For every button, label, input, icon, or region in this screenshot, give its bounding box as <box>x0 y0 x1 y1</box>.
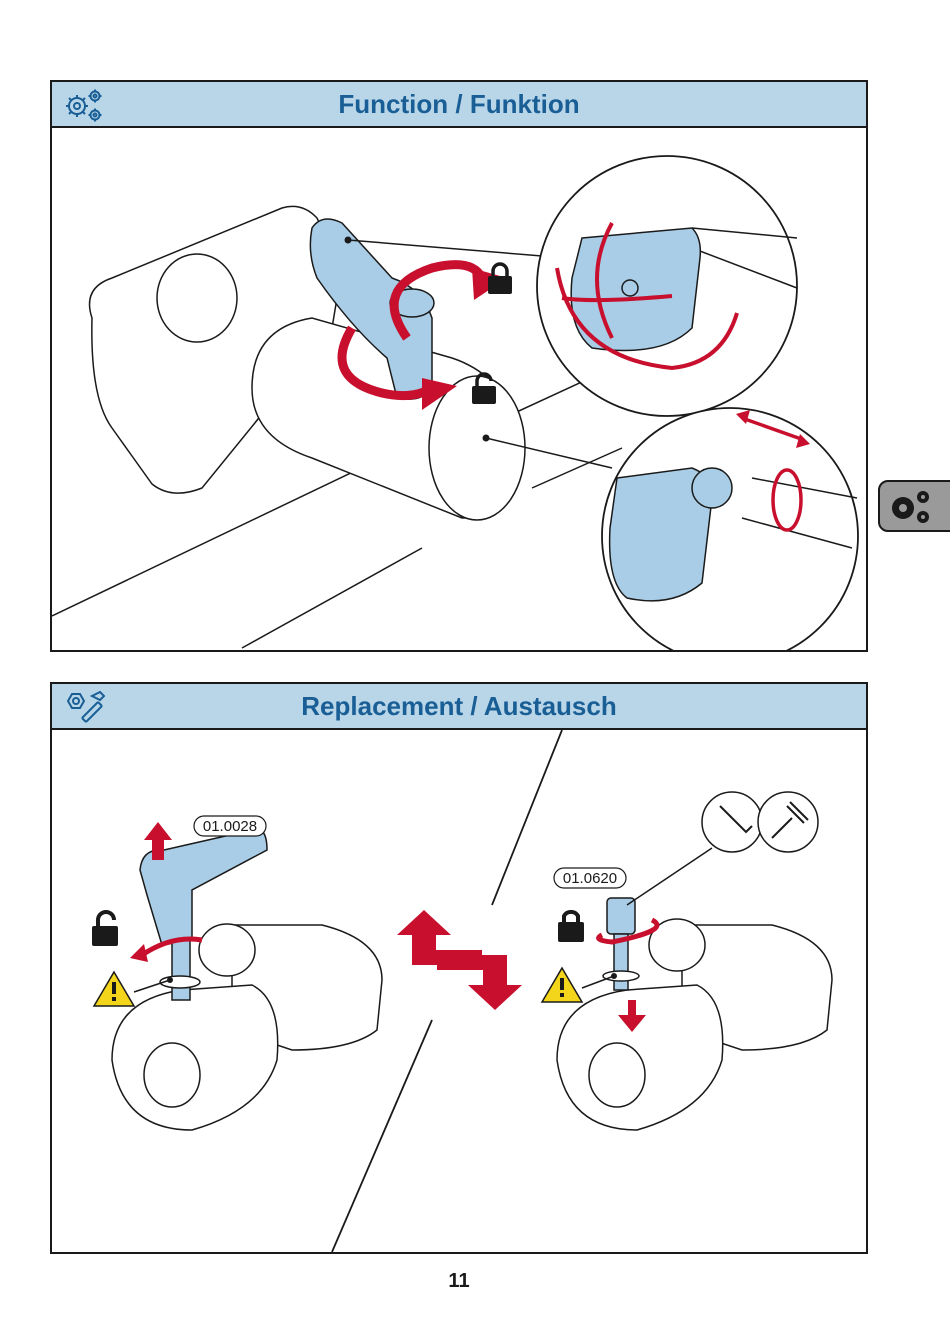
replacement-panel: Replacement / Austausch <box>50 682 868 1254</box>
replacement-title: Replacement / Austausch <box>301 691 617 721</box>
function-illustration <box>52 128 866 650</box>
function-title: Function / Funktion <box>338 89 580 119</box>
page-number: 11 <box>448 1270 470 1292</box>
unlock-icon <box>92 910 118 946</box>
wrench-bolt-icon <box>66 690 106 723</box>
svg-text:01.0028: 01.0028 <box>203 818 257 835</box>
function-header: Function / Funktion <box>52 82 866 128</box>
part-number-right: 01.0620 <box>553 867 627 889</box>
section-tab[interactable] <box>878 480 950 532</box>
replacement-illustration: 01.0028 <box>52 730 866 1252</box>
up-arrow <box>144 822 172 860</box>
divider-line <box>491 730 563 906</box>
svg-text:01.0620: 01.0620 <box>563 870 617 887</box>
down-arrow <box>618 1000 646 1032</box>
lock-icon <box>558 909 584 942</box>
warning-icon <box>92 970 136 1007</box>
unlock-icon <box>472 372 496 404</box>
lock-icon <box>488 262 512 294</box>
hex-key-icon <box>701 791 763 853</box>
gears-icon <box>66 89 102 122</box>
function-panel: Function / Funktion <box>50 80 868 652</box>
tilt-plate <box>570 227 702 352</box>
replacement-header: Replacement / Austausch <box>52 684 866 730</box>
replace-arrows-icon <box>397 910 522 1010</box>
mount-plate <box>88 205 343 494</box>
unlock-arrow <box>422 378 457 410</box>
knurled-knob <box>156 253 238 343</box>
gears-icon <box>892 491 929 523</box>
part-number-left: 01.0028 <box>193 815 267 837</box>
warning-icon <box>540 966 584 1003</box>
